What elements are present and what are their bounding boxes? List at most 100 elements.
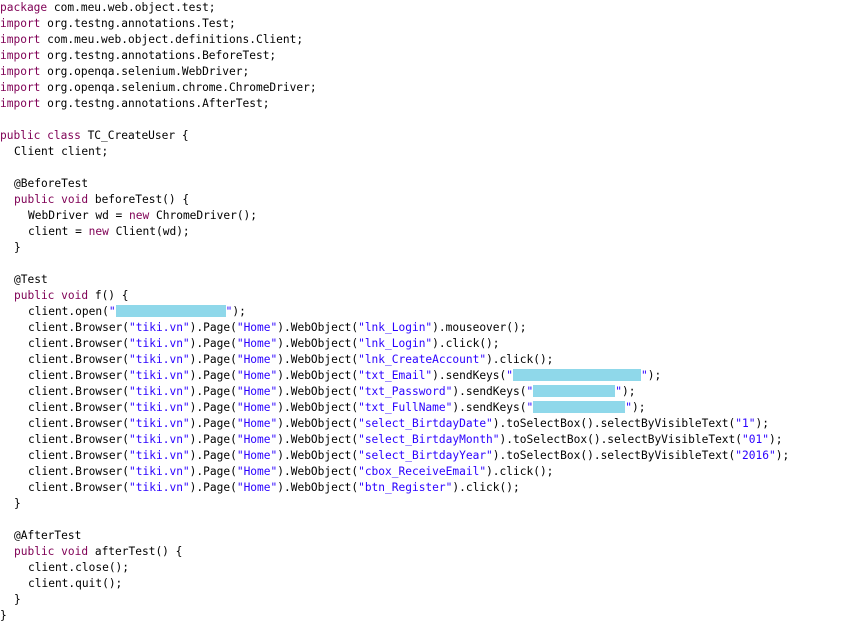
code-line: client.open(""); — [0, 304, 855, 320]
code-line: import com.meu.web.object.definitions.Cl… — [0, 32, 855, 48]
code-line: } — [0, 608, 855, 624]
code-string: "2016" — [735, 449, 776, 462]
code-string: " — [641, 369, 648, 382]
code-text: WebDriver wd = — [28, 209, 130, 222]
code-text: ).toSelectBox().selectByVisibleText( — [499, 433, 743, 446]
code-string: "01" — [742, 433, 769, 446]
code-string: "cbox_ReceiveEmail" — [358, 465, 487, 478]
code-text: ).click(); — [486, 353, 554, 366]
code-text: org.openqa.selenium.chrome.ChromeDriver; — [40, 81, 317, 94]
code-text: ); — [621, 385, 636, 398]
code-line: import org.testng.annotations.AfterTest; — [0, 96, 855, 112]
code-text: ); — [647, 369, 662, 382]
code-string: "tiki.vn" — [129, 433, 190, 446]
code-line: import org.testng.annotations.Test; — [0, 16, 855, 32]
code-text: ).Page( — [189, 337, 237, 350]
code-line — [0, 256, 855, 272]
code-text: ).WebObject( — [277, 449, 359, 462]
code-keyword: import — [0, 65, 41, 78]
code-keyword: import — [0, 97, 41, 110]
code-string: "tiki.vn" — [129, 385, 190, 398]
code-keyword: public void — [14, 545, 89, 558]
code-text: client.open( — [28, 305, 109, 318]
code-string: "Home" — [236, 481, 278, 494]
code-text: client.Browser( — [28, 449, 130, 462]
code-line: client.Browser("tiki.vn").Page("Home").W… — [0, 432, 855, 448]
code-string: "tiki.vn" — [129, 481, 190, 494]
code-string: "1" — [735, 417, 756, 430]
code-text: ).WebObject( — [277, 385, 359, 398]
code-string: "tiki.vn" — [129, 353, 190, 366]
code-line: client.Browser("tiki.vn").Page("Home").W… — [0, 400, 855, 416]
code-text: ).Page( — [189, 401, 237, 414]
code-text: TC_CreateUser { — [80, 129, 189, 142]
code-string: "tiki.vn" — [129, 417, 190, 430]
code-string: "Home" — [236, 465, 278, 478]
code-text: ); — [768, 433, 783, 446]
code-string: "Home" — [236, 433, 278, 446]
redacted-text — [533, 401, 626, 413]
code-string: " — [506, 369, 514, 382]
code-text: client.Browser( — [28, 369, 130, 382]
code-string: "Home" — [236, 353, 278, 366]
code-line: import org.testng.annotations.BeforeTest… — [0, 48, 855, 64]
code-text: ).WebObject( — [277, 433, 359, 446]
code-text: client = — [28, 225, 89, 238]
code-text: ).Page( — [189, 417, 237, 430]
code-text: ).sendKeys( — [452, 385, 527, 398]
code-line — [0, 160, 855, 176]
code-line: public void f() { — [0, 288, 855, 304]
code-text: ).toSelectBox().selectByVisibleText( — [492, 449, 736, 462]
code-text: ChromeDriver(); — [149, 209, 258, 222]
code-keyword: import — [0, 81, 41, 94]
code-line: @AfterTest — [0, 528, 855, 544]
code-keyword: public class — [0, 129, 81, 142]
code-text: ).toSelectBox().selectByVisibleText( — [492, 417, 736, 430]
code-text: ).mouseover(); — [432, 321, 527, 334]
code-text: client.Browser( — [28, 385, 130, 398]
code-text: ).WebObject( — [277, 417, 359, 430]
code-text: ).WebObject( — [277, 353, 359, 366]
code-keyword: import — [0, 49, 41, 62]
code-text: ).click(); — [486, 465, 554, 478]
code-string: "tiki.vn" — [129, 369, 190, 382]
code-string: " — [108, 305, 116, 318]
code-line — [0, 512, 855, 528]
code-string: " — [526, 401, 534, 414]
code-text: org.testng.annotations.BeforeTest; — [40, 49, 277, 62]
code-text: ).sendKeys( — [432, 369, 507, 382]
code-text: @Test — [14, 273, 48, 286]
code-text: ).Page( — [189, 433, 237, 446]
code-text: ).Page( — [189, 385, 237, 398]
code-text: afterTest() { — [88, 545, 183, 558]
code-text: client.Browser( — [28, 481, 130, 494]
code-string: "lnk_Login" — [358, 337, 433, 350]
code-string: " — [615, 385, 622, 398]
code-line: @Test — [0, 272, 855, 288]
code-text: ).WebObject( — [277, 465, 359, 478]
code-string: "tiki.vn" — [129, 465, 190, 478]
code-text: org.testng.annotations.Test; — [40, 17, 236, 30]
code-text: ); — [631, 401, 646, 414]
code-text: } — [0, 609, 7, 622]
code-line: client.Browser("tiki.vn").Page("Home").W… — [0, 368, 855, 384]
code-string: "select_BirtdayDate" — [358, 417, 493, 430]
code-text: client.close(); — [28, 561, 130, 574]
code-line: public void beforeTest() { — [0, 192, 855, 208]
code-line: client.Browser("tiki.vn").Page("Home").W… — [0, 384, 855, 400]
code-line: client.quit(); — [0, 576, 855, 592]
code-text: ).Page( — [189, 449, 237, 462]
code-line: } — [0, 496, 855, 512]
code-keyword: public void — [14, 193, 89, 206]
code-text: @BeforeTest — [14, 177, 89, 190]
code-text: Client client; — [14, 145, 109, 158]
code-line: @BeforeTest — [0, 176, 855, 192]
code-text: org.testng.annotations.AfterTest; — [40, 97, 270, 110]
code-string: "Home" — [236, 321, 278, 334]
code-text: ).Page( — [189, 321, 237, 334]
code-string: "tiki.vn" — [129, 449, 190, 462]
code-string: "select_BirtdayMonth" — [358, 433, 500, 446]
code-text: ).click(); — [432, 337, 500, 350]
code-text: ).sendKeys( — [452, 401, 527, 414]
